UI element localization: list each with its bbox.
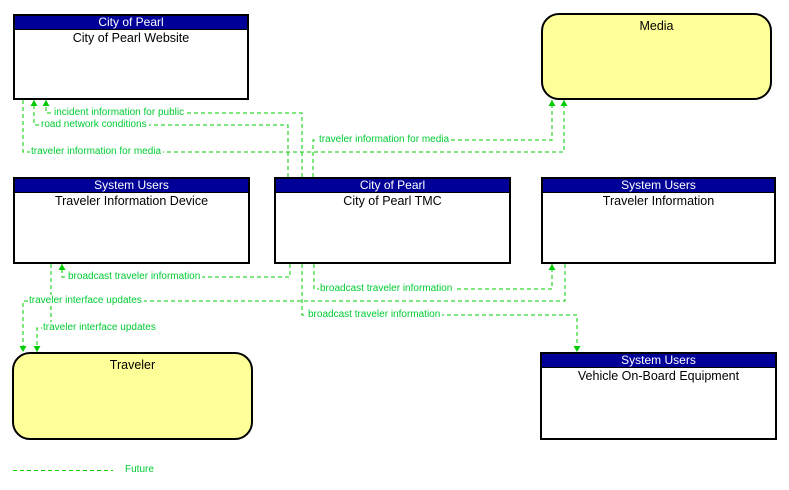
arrowhead-incident-information-for-public bbox=[42, 100, 50, 106]
entity-header-city-of-pearl-website: City of Pearl bbox=[15, 16, 247, 30]
entity-header-traveler-information-device: System Users bbox=[15, 179, 248, 193]
entity-name-traveler-information-device: Traveler Information Device bbox=[54, 194, 209, 208]
legend-dashed-line bbox=[13, 470, 113, 471]
flow-label-traveler-information-for-media-tmc: traveler information for media bbox=[318, 134, 452, 145]
arrowhead-road-network-conditions bbox=[30, 100, 38, 106]
arrowhead-traveler-interface-updates-ti bbox=[19, 346, 27, 352]
legend-label: Future bbox=[125, 464, 154, 475]
entity-name-media: Media bbox=[639, 19, 674, 33]
flow-line-broadcast-traveler-information-vobe bbox=[301, 264, 578, 352]
flow-label-broadcast-traveler-information-ti: broadcast traveler information bbox=[319, 283, 455, 294]
flow-line-road-network-conditions bbox=[33, 100, 289, 177]
flow-line-traveler-interface-updates-ti bbox=[22, 264, 566, 352]
flow-label-traveler-interface-updates-ti: traveler interface updates bbox=[28, 295, 144, 306]
flow-label-traveler-interface-updates-device: traveler interface updates bbox=[42, 322, 158, 333]
arrowhead-broadcast-traveler-information-device bbox=[58, 264, 66, 270]
flow-label-broadcast-traveler-information-device: broadcast traveler information bbox=[67, 271, 203, 282]
flow-label-incident-information-for-public: incident information for public bbox=[53, 107, 187, 118]
arrowhead-traveler-information-for-media-website bbox=[560, 100, 568, 106]
flow-line-traveler-information-for-media-website bbox=[22, 100, 565, 153]
arrowhead-traveler-information-for-media-tmc bbox=[548, 100, 556, 106]
entity-name-city-of-pearl-website: City of Pearl Website bbox=[72, 31, 190, 45]
entity-name-vehicle-on-board-equipment: Vehicle On-Board Equipment bbox=[577, 369, 740, 383]
arrowhead-broadcast-traveler-information-vobe bbox=[573, 346, 581, 352]
arrowhead-broadcast-traveler-information-ti bbox=[548, 264, 556, 270]
flow-label-road-network-conditions: road network conditions bbox=[40, 119, 149, 130]
entity-name-traveler: Traveler bbox=[109, 358, 156, 372]
entity-header-vehicle-on-board-equipment: System Users bbox=[542, 354, 775, 368]
flow-label-broadcast-traveler-information-vobe: broadcast traveler information bbox=[307, 309, 443, 320]
flow-label-traveler-information-for-media-website: traveler information for media bbox=[30, 146, 164, 157]
entity-header-traveler-information: System Users bbox=[543, 179, 774, 193]
entity-name-traveler-information: Traveler Information bbox=[602, 194, 715, 208]
entity-header-city-of-pearl-tmc: City of Pearl bbox=[276, 179, 509, 193]
arrowhead-traveler-interface-updates-device bbox=[33, 346, 41, 352]
entity-name-city-of-pearl-tmc: City of Pearl TMC bbox=[343, 194, 442, 208]
flow-line-traveler-interface-updates-device bbox=[36, 264, 52, 352]
entity-traveler[interactable]: Traveler bbox=[12, 352, 253, 440]
entity-media[interactable]: Media bbox=[541, 13, 772, 100]
